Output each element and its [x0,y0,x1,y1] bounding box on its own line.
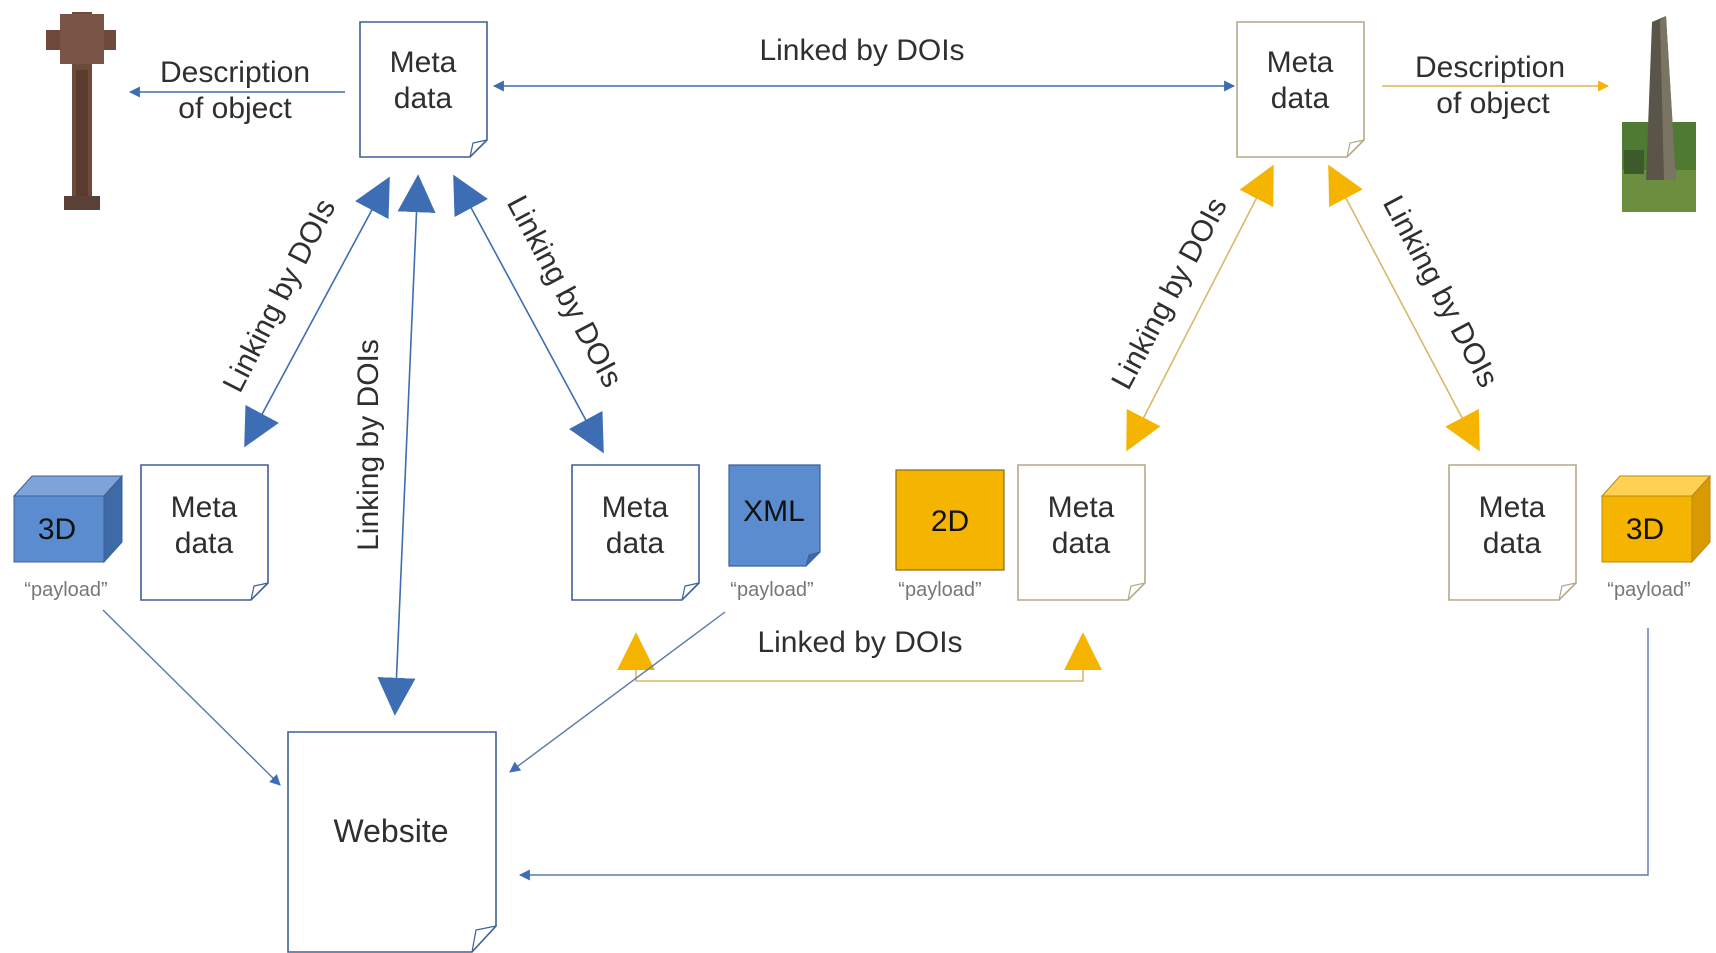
payload-badge-2d: 2D [931,505,969,538]
metadata-line1: Meta [171,491,238,524]
metadata-line1: Meta [602,491,669,524]
linked-bottom-label: Linked by DOIs [757,626,962,659]
payload-3d-left: 3D “payload” [12,474,124,601]
link-left-arrow [244,176,390,448]
payload-caption: “payload” [730,579,813,601]
payload-caption: “payload” [898,579,981,601]
metadata-center-2d: Meta data [1017,464,1146,601]
metadata-center-xml: Meta data [571,464,700,601]
description-right-line2: of object [1436,87,1550,120]
metadata-line1: Meta [1479,491,1546,524]
link-xml-arrow [453,174,604,454]
description-left-line2: of object [178,92,292,125]
linking-xml-label: Linking by DOIs [500,190,629,392]
payload-caption: “payload” [1607,579,1690,601]
linking-2d-label: Linking by DOIs [1105,192,1234,394]
description-right-line1: Description [1415,51,1565,84]
linking-center-label: Linking by DOIs [352,339,385,551]
metadata-line2: data [1483,527,1542,560]
link-center-arrow [377,174,436,716]
payload-badge-3d: 3D [38,513,76,546]
link-2d-arrow [1126,164,1274,452]
metadata-line1: Meta [1267,46,1334,79]
stone-obelisk-image [1622,16,1696,212]
linked-bottom-connector [617,632,1102,682]
metadata-line2: data [606,527,665,560]
website-label: Website [333,813,448,849]
payload-3d-right: 3D “payload” [1600,474,1712,601]
linking-left-label: Linking by DOIs [217,194,343,398]
metadata-left: Meta data [140,464,269,601]
metadata-line1: Meta [390,46,457,79]
stone-cross-image [46,12,116,210]
payload-xml: XML “payload” [728,464,821,601]
metadata-top-left: Meta data [359,21,488,158]
metadata-top-right: Meta data [1236,21,1365,158]
payload-caption: “payload” [24,579,107,601]
metadata-line2: data [1271,82,1330,115]
link-right-arrow [1328,164,1480,452]
metadata-line2: data [394,82,453,115]
metadata-line2: data [1052,527,1111,560]
description-left-line1: Description [160,56,310,89]
linked-top-label: Linked by DOIs [759,34,964,67]
metadata-line1: Meta [1048,491,1115,524]
payload-right-3d-to-website-arrow [518,628,1649,881]
payload-badge-3d: 3D [1626,513,1664,546]
metadata-line2: data [175,527,234,560]
payload-3d-to-website-arrow [102,609,281,786]
metadata-right: Meta data [1448,464,1577,601]
payload-badge-xml: XML [743,495,805,528]
website-box: Website [287,731,497,953]
payload-2d: 2D “payload” [895,469,1005,601]
payload-xml-to-website-arrow [509,611,726,773]
